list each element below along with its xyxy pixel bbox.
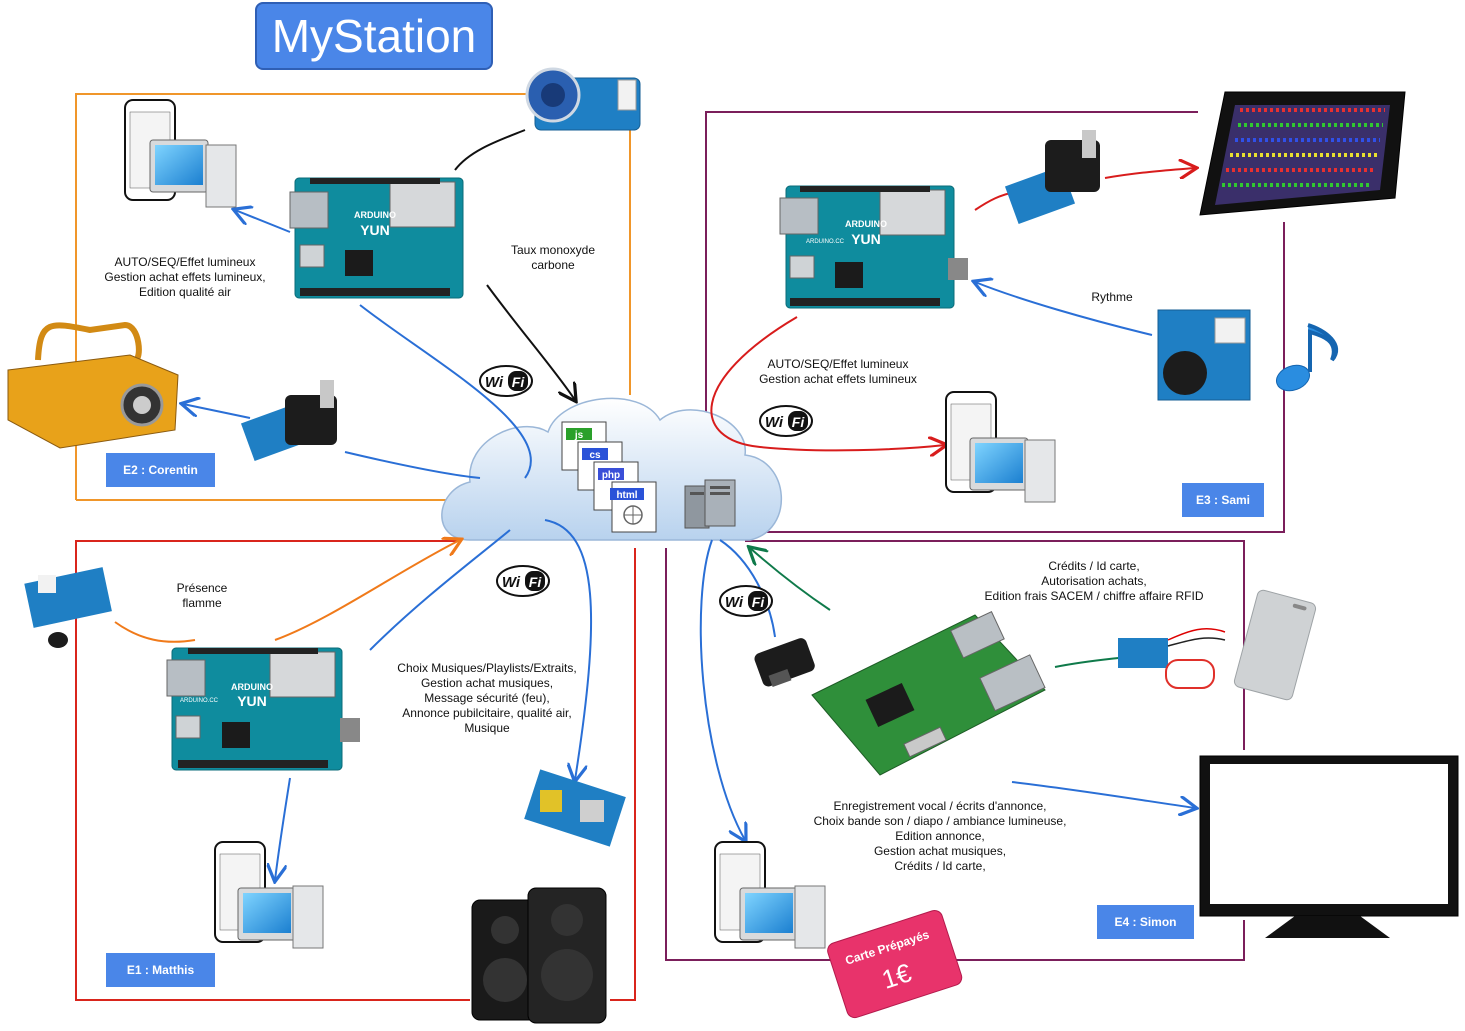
file-label-php: php bbox=[602, 470, 620, 481]
wifi-logo-2-fi: Fi bbox=[792, 414, 806, 430]
label-e2-line: Gestion achat effets lumineux, bbox=[104, 270, 266, 284]
wifi-logo-4-fi: Fi bbox=[752, 594, 766, 610]
rfid-module bbox=[1118, 628, 1226, 689]
flame-sensor bbox=[24, 567, 112, 648]
team-label-e1: E1 : Matthis bbox=[106, 953, 215, 987]
wifi-logo-1-fi: Fi bbox=[512, 374, 526, 390]
label-presence-line: Présence bbox=[176, 581, 228, 595]
wifi-logo-2-wi: Wi bbox=[765, 414, 784, 431]
label-e1-line: Musique bbox=[464, 721, 510, 735]
diagram-title: MyStation bbox=[255, 2, 493, 70]
wifi-logo-2: Wi Fi bbox=[759, 405, 813, 437]
led-projector bbox=[1199, 91, 1406, 216]
servo-module-e2 bbox=[240, 380, 337, 462]
mp3-module bbox=[524, 769, 626, 847]
label-e1-line: Choix Musiques/Playlists/Extraits, bbox=[397, 661, 577, 675]
arduino-yun-e1-model: YUN bbox=[237, 693, 267, 709]
label-e1-line: Gestion achat musiques, bbox=[420, 676, 554, 690]
arduino-yun-e2-brand: ARDUINO bbox=[354, 210, 396, 220]
label-e1-line: Annonce pubilcitaire, qualité air, bbox=[402, 706, 572, 720]
label-monoxyde: Taux monoxyde carbone bbox=[494, 243, 612, 273]
label-e3-functions: AUTO/SEQ/Effet lumineux Gestion achat ef… bbox=[738, 357, 938, 387]
client-device-e3 bbox=[945, 391, 1056, 503]
label-e4-rfid: Crédits / Id carte, Autorisation achats,… bbox=[960, 559, 1228, 604]
prepaid-card: Carte Prépayés 1€ bbox=[827, 909, 963, 1019]
file-label-html: html bbox=[616, 490, 637, 501]
music-note-icon bbox=[1276, 323, 1339, 392]
label-e4-rfid-line: Edition frais SACEM / chiffre affaire RF… bbox=[984, 589, 1204, 603]
label-e4-line: Enregistrement vocal / écrits d'annonce, bbox=[833, 799, 1047, 813]
client-device-e2 bbox=[124, 99, 237, 208]
label-rythme-line: Rythme bbox=[1091, 290, 1133, 304]
speakers bbox=[471, 887, 607, 1024]
label-e3-line: AUTO/SEQ/Effet lumineux bbox=[767, 357, 909, 371]
zone-e1-border bbox=[75, 540, 636, 1001]
label-e4-line: Gestion achat musiques, bbox=[873, 844, 1007, 858]
label-e4-rfid-line: Crédits / Id carte, bbox=[1048, 559, 1140, 573]
arduino-yun-e1-brand: ARDUINO bbox=[231, 682, 273, 692]
label-e1-line: Message sécurité (feu), bbox=[424, 691, 550, 705]
label-rythme: Rythme bbox=[1080, 290, 1144, 305]
gas-sensor bbox=[525, 67, 641, 131]
sound-sensor bbox=[1157, 309, 1251, 401]
label-monoxyde-line: Taux monoxyde bbox=[510, 243, 596, 257]
tv-screen bbox=[1199, 755, 1459, 938]
label-e3-line: Gestion achat effets lumineux bbox=[759, 372, 917, 386]
label-e1-functions: Choix Musiques/Playlists/Extraits, Gesti… bbox=[380, 661, 594, 736]
label-e4-line: Crédits / Id carte, bbox=[894, 859, 986, 873]
raspberry-pi-board bbox=[811, 611, 1046, 776]
servo-module-e3 bbox=[1004, 130, 1100, 225]
label-monoxyde-line: carbone bbox=[531, 258, 575, 272]
wifi-logo-3-fi: Fi bbox=[529, 574, 543, 590]
arduino-yun-e3-cc: ARDUINO.CC bbox=[806, 239, 845, 245]
rfid-badge bbox=[1233, 589, 1317, 701]
zone-e2-border bbox=[75, 93, 631, 501]
wifi-dongle bbox=[754, 638, 815, 688]
arduino-yun-e1: ARDUINO YUN ARDUINO.CC bbox=[166, 647, 360, 771]
wifi-logo-4: Wi Fi bbox=[719, 585, 773, 617]
wifi-logo-4-wi: Wi bbox=[725, 594, 744, 611]
label-e4-functions: Enregistrement vocal / écrits d'annonce,… bbox=[790, 799, 1090, 874]
wifi-logo-1-wi: Wi bbox=[485, 374, 504, 391]
label-e4-line: Edition annonce, bbox=[895, 829, 985, 843]
arduino-yun-e3: ARDUINO YUN ARDUINO.CC bbox=[779, 185, 968, 309]
arduino-yun-e1-cc: ARDUINO.CC bbox=[180, 698, 219, 704]
links bbox=[114, 129, 1195, 880]
team-label-e4: E4 : Simon bbox=[1097, 905, 1194, 939]
arduino-yun-e3-model: YUN bbox=[851, 231, 881, 247]
laser-projector bbox=[7, 321, 179, 449]
label-e2-line: AUTO/SEQ/Effet lumineux bbox=[114, 255, 256, 269]
file-label-cs: cs bbox=[589, 450, 601, 461]
label-e4-line: Choix bande son / diapo / ambiance lumin… bbox=[813, 814, 1067, 828]
file-icon-html: html bbox=[610, 481, 657, 533]
arduino-yun-e3-brand: ARDUINO bbox=[845, 219, 887, 229]
arduino-yun-e2-model: YUN bbox=[360, 222, 390, 238]
label-e2-functions: AUTO/SEQ/Effet lumineux Gestion achat ef… bbox=[90, 255, 280, 300]
label-presence-flamme: Présence flamme bbox=[160, 581, 244, 611]
file-label-js: js bbox=[574, 430, 584, 441]
server-icon bbox=[684, 479, 736, 529]
label-e4-rfid-line: Autorisation achats, bbox=[1041, 574, 1147, 588]
client-device-e4 bbox=[714, 841, 826, 949]
team-label-e3: E3 : Sami bbox=[1182, 483, 1264, 517]
zone-e3-border bbox=[705, 111, 1285, 533]
team-label-e2: E2 : Corentin bbox=[106, 453, 215, 487]
label-presence-line: flamme bbox=[182, 596, 222, 610]
wifi-logo-1: Wi Fi bbox=[479, 365, 533, 397]
arduino-yun-e2: ARDUINO YUN bbox=[289, 177, 464, 299]
client-device-e1 bbox=[214, 841, 324, 949]
wifi-logo-3-wi: Wi bbox=[502, 574, 521, 591]
label-e2-line: Edition qualité air bbox=[138, 285, 232, 299]
wifi-logo-3: Wi Fi bbox=[496, 565, 550, 597]
